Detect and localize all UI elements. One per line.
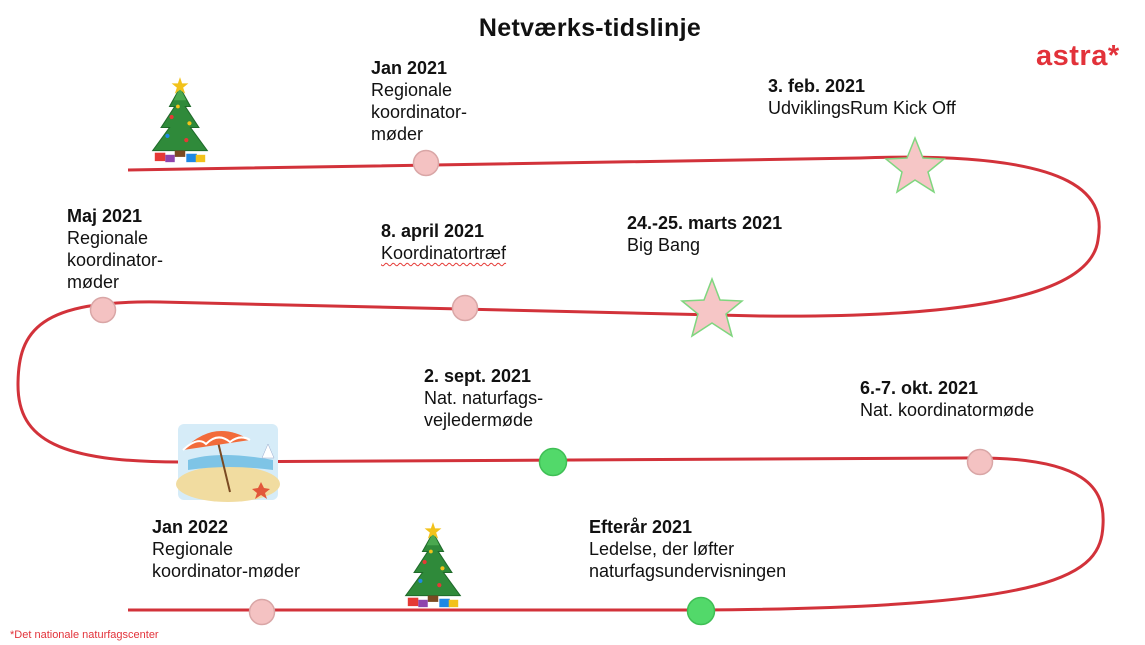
event-date: Jan 2021: [371, 58, 448, 78]
event-marker-maj-2021: [89, 296, 117, 324]
event-description: Koordinatortræf: [381, 243, 507, 263]
event-description: UdviklingsRum Kick Off: [768, 98, 956, 118]
event-label-jan-2022: Jan 2022 Regionale koordinator-møder: [152, 516, 300, 582]
event-marker-3-feb-2021: [884, 135, 946, 194]
event-label-6-7-okt-2021: 6.-7. okt. 2021 Nat. koordinatormøde: [860, 377, 1034, 421]
event-date: Maj 2021: [67, 206, 143, 226]
event-description: Big Bang: [627, 235, 701, 255]
event-marker-24-25-marts-2021: [679, 276, 745, 338]
event-label-efteraar-2021: Efterår 2021 Ledelse, der løfter naturfa…: [589, 516, 786, 582]
christmas-tree-icon: [152, 76, 208, 163]
event-date: 6.-7. okt. 2021: [860, 378, 979, 398]
event-description: Ledelse, der løfter naturfagsundervisnin…: [589, 539, 787, 581]
event-marker-jan-2022: [248, 598, 276, 626]
event-marker-8-april-2021: [451, 294, 479, 322]
footnote: *Det nationale naturfagscenter: [10, 629, 159, 641]
event-description: Regionale koordinator-møder: [152, 539, 301, 581]
event-label-3-feb-2021: 3. feb. 2021 UdviklingsRum Kick Off: [768, 75, 956, 119]
event-label-24-25-marts-2021: 24.-25. marts 2021 Big Bang: [627, 212, 782, 256]
event-marker-6-7-okt-2021: [966, 448, 994, 476]
beach-umbrella-icon: [176, 424, 280, 502]
astra-logo: astra*: [1036, 40, 1120, 72]
event-description: Nat. naturfags- vejledermøde: [424, 388, 544, 430]
event-date: Jan 2022: [152, 517, 229, 537]
event-description: Nat. koordinatormøde: [860, 400, 1035, 420]
event-label-jan-2021: Jan 2021 Regionale koordinator- møder: [371, 57, 467, 145]
event-marker-efteraar-2021: [686, 596, 716, 626]
event-description: Regionale koordinator- møder: [371, 80, 468, 144]
event-description: Regionale koordinator- møder: [67, 228, 164, 292]
page-title: Netværks-tidslinje: [478, 14, 702, 42]
event-label-maj-2021: Maj 2021 Regionale koordinator- møder: [67, 205, 163, 293]
event-marker-2-sept-2021: [538, 447, 568, 477]
event-date: 8. april 2021: [381, 221, 485, 241]
event-label-2-sept-2021: 2. sept. 2021 Nat. naturfags- vejledermø…: [424, 365, 543, 431]
christmas-tree-icon: [405, 521, 461, 608]
event-date: 2. sept. 2021: [424, 366, 532, 386]
event-label-8-april-2021: 8. april 2021 Koordinatortræf: [381, 220, 506, 264]
event-date: 3. feb. 2021: [768, 76, 866, 96]
event-marker-jan-2021: [412, 149, 440, 177]
event-date: 24.-25. marts 2021: [627, 213, 783, 233]
event-date: Efterår 2021: [589, 517, 693, 537]
timeline-track: [16, 155, 1105, 612]
